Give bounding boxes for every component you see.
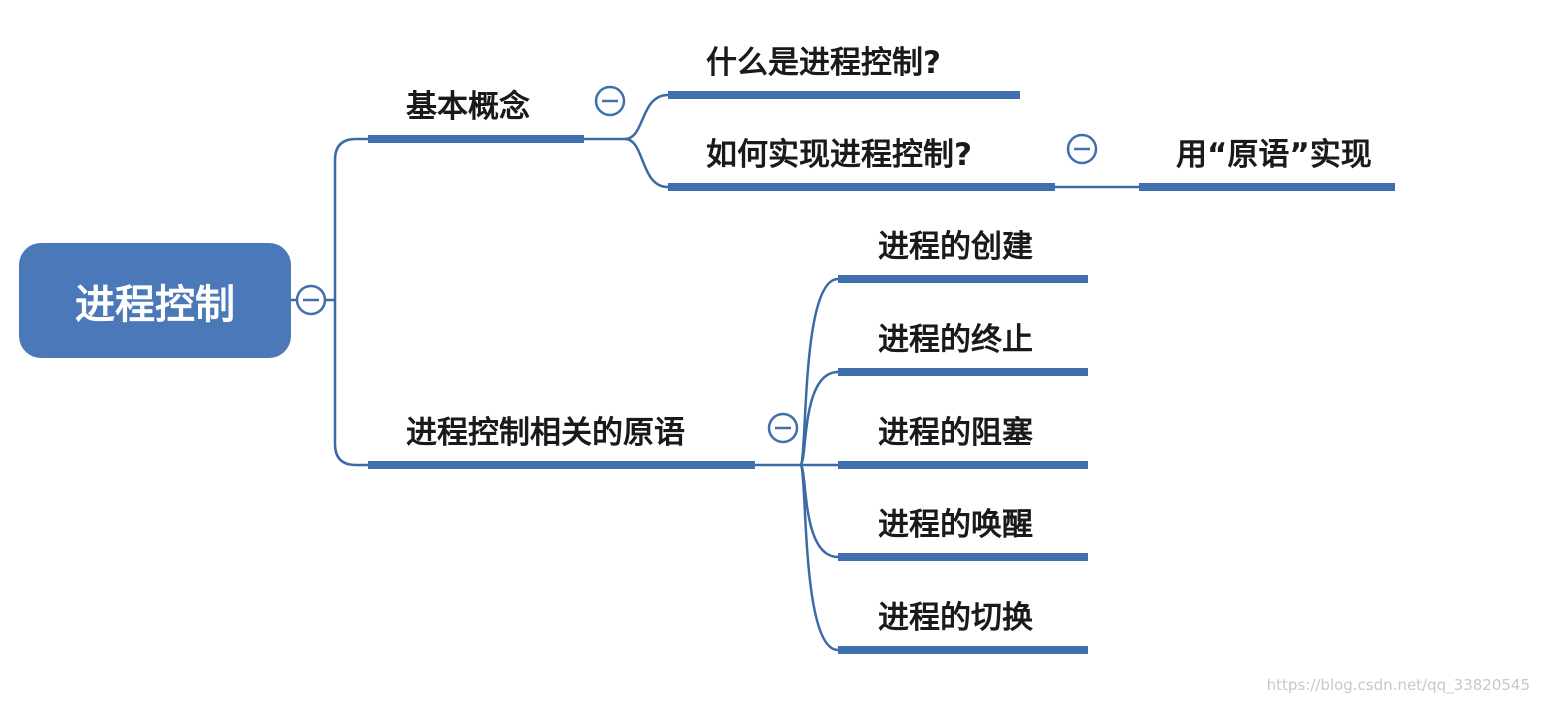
how-collapse-toggle[interactable] xyxy=(1066,133,1098,165)
branch-line-what xyxy=(624,93,669,141)
watermark-url: https://blog.csdn.net/qq_33820545 xyxy=(1267,676,1530,695)
node-how-label: 如何实现进程控制? xyxy=(706,137,972,173)
root-collapse-toggle[interactable] xyxy=(295,284,327,316)
node-create-label: 进程的创建 xyxy=(878,229,1033,265)
branch-line-switch xyxy=(798,463,839,652)
node-what-label: 什么是进程控制? xyxy=(706,45,941,81)
branch-line-how xyxy=(624,137,669,189)
branch-line-terminate xyxy=(798,370,839,467)
node-block-label: 进程的阻塞 xyxy=(878,415,1033,451)
branch-line-primitives xyxy=(333,300,368,467)
root-node-label: 进程控制 xyxy=(75,282,235,328)
node-primitives-label: 进程控制相关的原语 xyxy=(406,415,685,451)
root-node[interactable] xyxy=(19,243,291,358)
node-switch-label: 进程的切换 xyxy=(878,600,1033,636)
node-wakeup-label: 进程的唤醒 xyxy=(878,507,1033,543)
primitives-collapse-toggle[interactable] xyxy=(767,412,799,444)
node-concepts-label: 基本概念 xyxy=(406,89,530,125)
node-primitive-impl-label: 用“原语”实现 xyxy=(1176,137,1372,173)
concepts-collapse-toggle[interactable] xyxy=(594,85,626,117)
node-terminate-label: 进程的终止 xyxy=(878,322,1033,358)
branch-line-concepts xyxy=(333,137,368,300)
